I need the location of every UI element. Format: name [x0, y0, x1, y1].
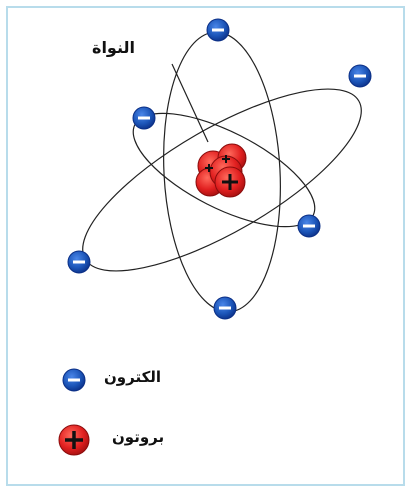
electron	[133, 107, 155, 129]
nucleus-pointer-line	[172, 64, 208, 142]
minus-sign-icon	[303, 225, 315, 228]
legend-proton-icon	[59, 425, 89, 455]
electron	[214, 297, 236, 319]
legend-proton-label: بروتون	[112, 428, 164, 446]
minus-sign-icon	[138, 117, 150, 120]
electron	[207, 19, 229, 41]
minus-sign-icon	[73, 261, 85, 264]
legend-electron-icon	[63, 369, 85, 391]
electron	[298, 215, 320, 237]
nucleus	[196, 144, 246, 197]
legend-electron-label: الكترون	[104, 368, 161, 386]
minus-sign-icon	[212, 29, 224, 32]
minus-sign-icon	[354, 75, 366, 78]
minus-sign-icon	[219, 307, 231, 310]
electron	[68, 251, 90, 273]
electron	[349, 65, 371, 87]
nucleus-label: النواة	[92, 38, 135, 57]
